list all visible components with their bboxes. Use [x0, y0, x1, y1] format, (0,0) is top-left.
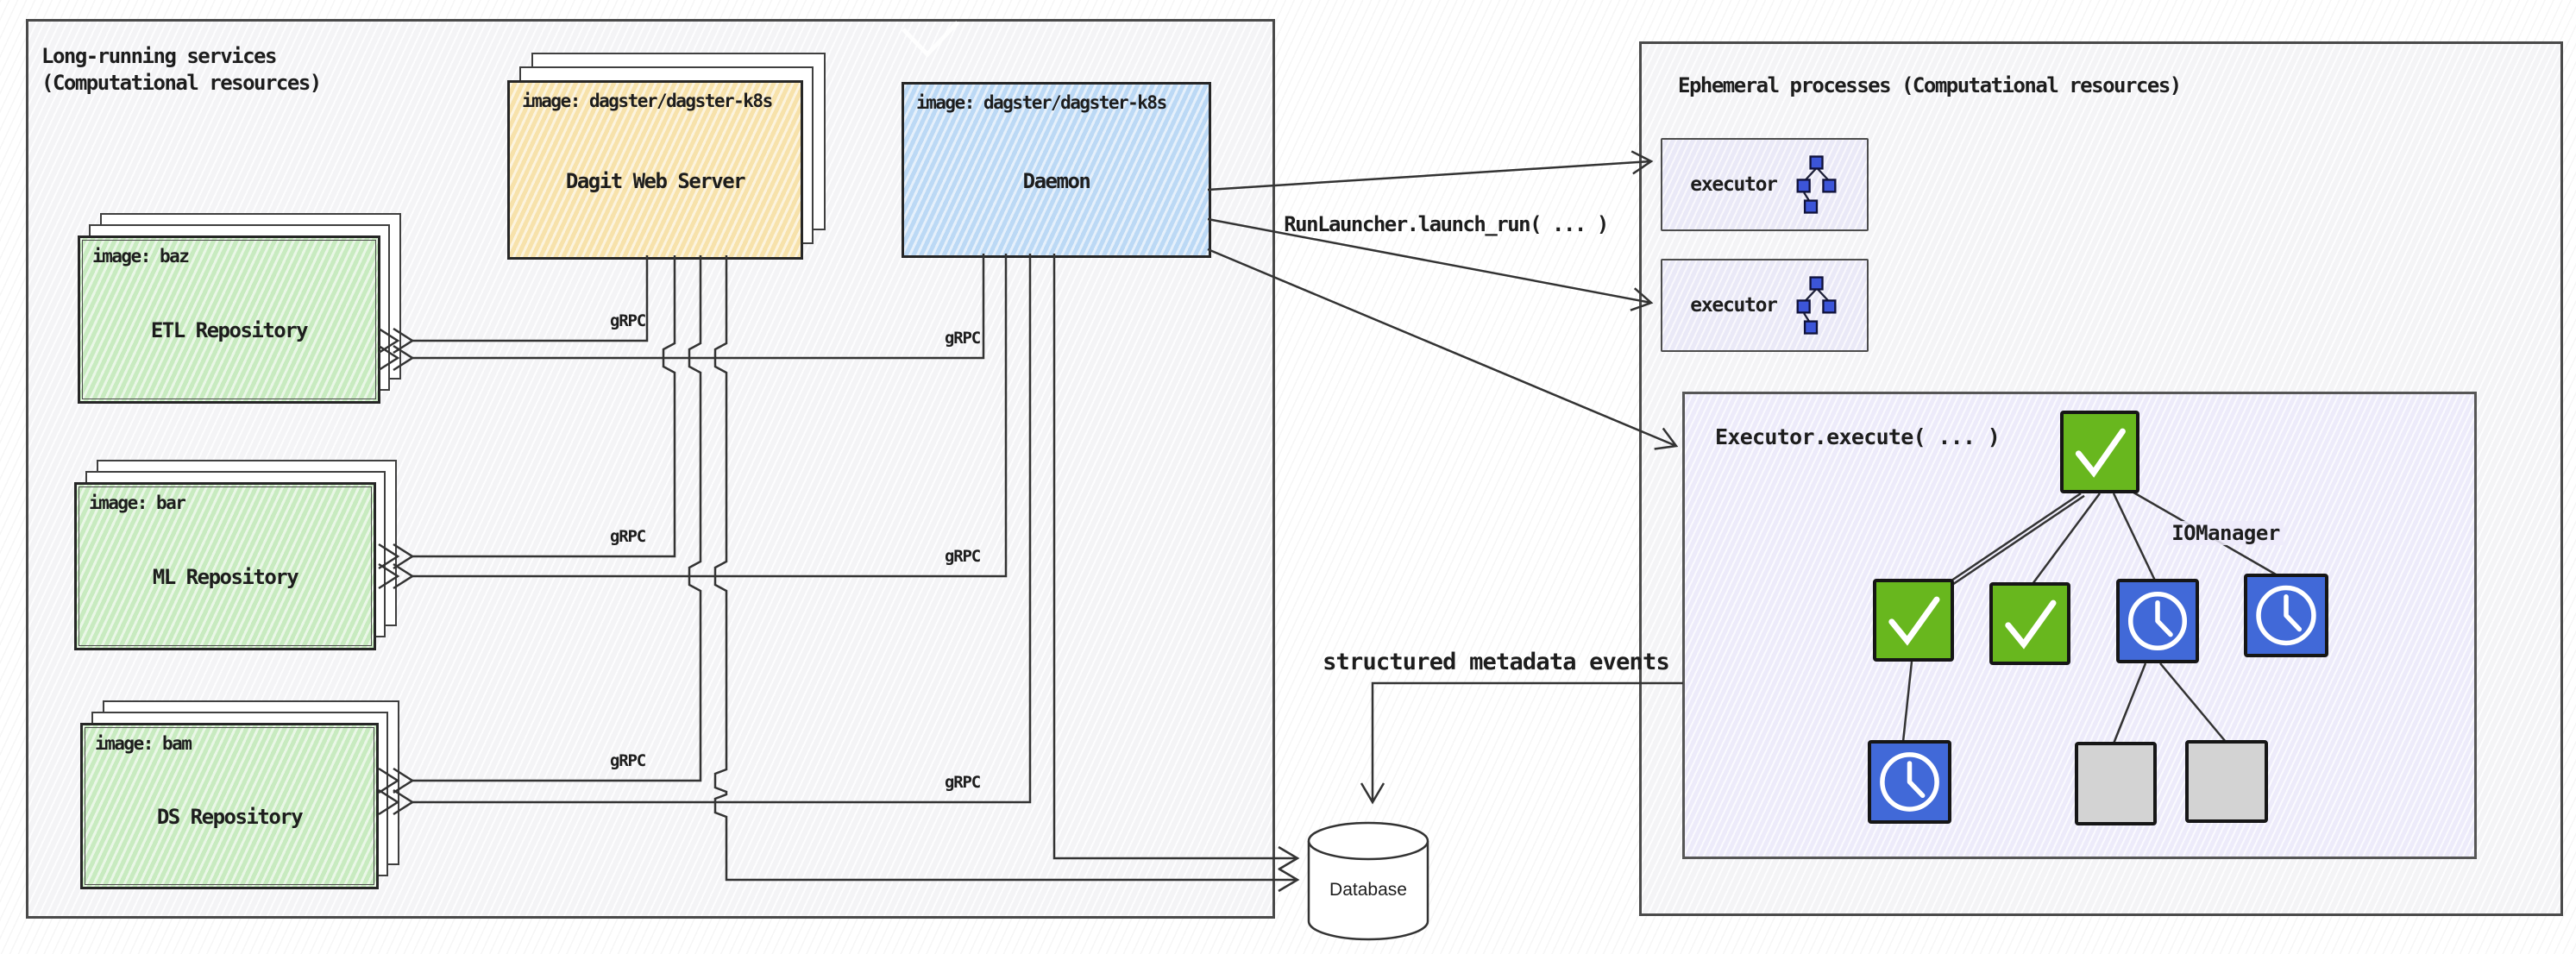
- database-label: Database: [1329, 880, 1407, 900]
- execute-call-label: Executor.execute( ... ): [1715, 424, 2001, 449]
- left-panel-label-line1: Long-running services: [41, 44, 277, 68]
- metadata-events-label: structured metadata events: [1323, 649, 1670, 675]
- left-panel-label: Long-running services (Computational reso…: [41, 43, 322, 97]
- dagit-title: Dagit Web Server: [565, 168, 746, 193]
- etl-repository-box: image: baz ETL Repository: [78, 235, 380, 404]
- grpc-label: gRPC: [945, 547, 981, 566]
- daemon-title: Daemon: [1022, 168, 1091, 193]
- executor-1-label: executor: [1690, 173, 1778, 196]
- grpc-label: gRPC: [610, 527, 646, 546]
- executor-execute-box: [1682, 392, 2477, 859]
- daemon-image-label: image: dagster/dagster-k8s: [916, 92, 1167, 113]
- ds-image-label: image: bam: [95, 733, 192, 754]
- mini-dag-icon: [1796, 276, 1837, 335]
- executor-box-2: executor: [1661, 259, 1869, 352]
- grpc-label: gRPC: [610, 311, 646, 330]
- grpc-label: gRPC: [610, 751, 646, 770]
- metadata-events-line: [1360, 681, 1683, 805]
- etl-image-label: image: baz: [92, 246, 190, 267]
- ml-repository-box: image: bar ML Repository: [74, 482, 376, 650]
- io-manager-label: IOManager: [2168, 521, 2284, 545]
- launch-run-arrow-execute-box: [1207, 248, 1679, 450]
- grpc-label: gRPC: [945, 329, 981, 348]
- right-panel-label: Ephemeral processes (Computational resou…: [1678, 73, 2182, 97]
- ml-image-label: image: bar: [89, 493, 186, 513]
- dagit-image-label: image: dagster/dagster-k8s: [522, 91, 773, 111]
- ml-title: ML Repository: [152, 565, 299, 589]
- etl-title: ETL Repository: [150, 318, 309, 342]
- executor-2-label: executor: [1690, 294, 1778, 317]
- run-launcher-label: RunLauncher.launch_run( ... ): [1284, 212, 1609, 236]
- ds-title: DS Repository: [156, 805, 304, 829]
- grpc-label: gRPC: [945, 773, 981, 792]
- ds-repository-box: image: bam DS Repository: [80, 723, 379, 889]
- dagit-web-server-box: image: dagster/dagster-k8s Dagit Web Ser…: [507, 80, 803, 260]
- daemon-box: image: dagster/dagster-k8s Daemon: [902, 82, 1211, 258]
- mini-dag-icon: [1796, 155, 1837, 214]
- left-panel-label-line2: (Computational resources): [41, 71, 322, 95]
- executor-box-1: executor: [1661, 138, 1869, 231]
